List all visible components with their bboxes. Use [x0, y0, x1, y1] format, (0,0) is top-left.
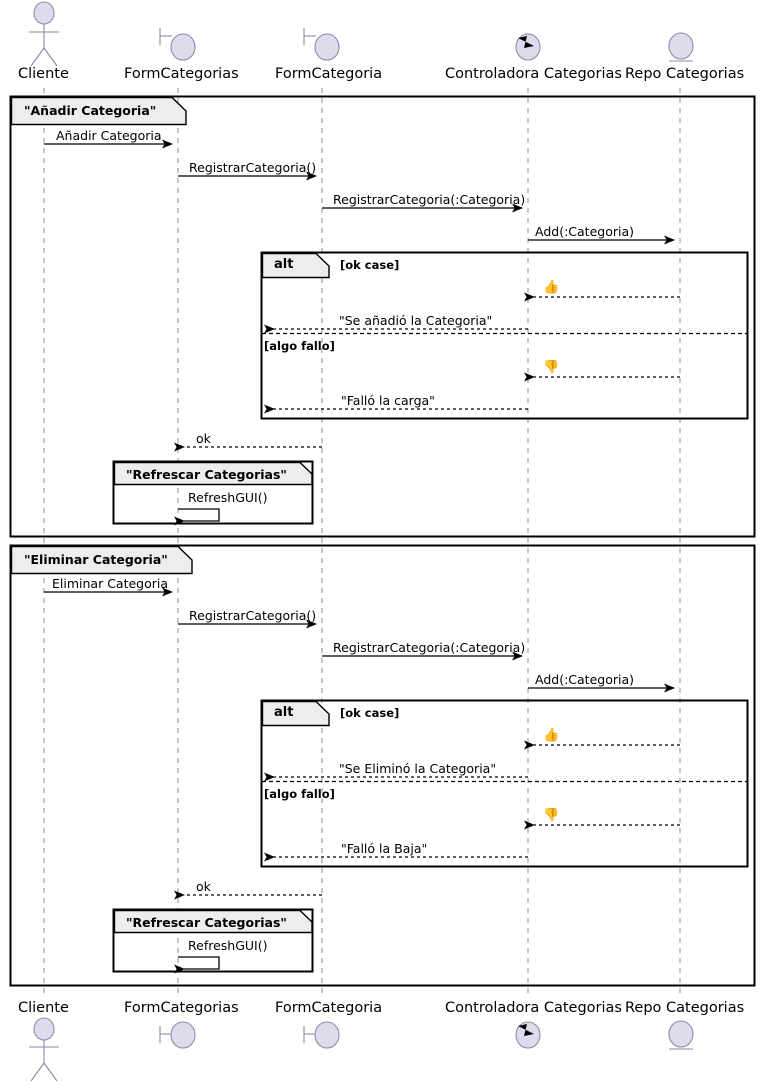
alt-guard-fail-1: [algo fallo] [264, 339, 335, 353]
thumbs-up-icon: 👍 [543, 280, 560, 295]
frame-title-anadir: "Añadir Categoria" [24, 103, 157, 118]
frame2-alt-messages [264, 740, 680, 862]
frame1-messages [44, 139, 675, 245]
participant-label-cliente-bottom: Cliente [18, 1000, 69, 1016]
return-label-fallo-carga: "Falló la carga" [341, 393, 435, 408]
participant-foot-controladora [515, 1021, 541, 1049]
inner-frame-title-refrescar-1: "Refrescar Categorias" [126, 467, 287, 482]
frame2-alt-fragment [260, 699, 749, 868]
participant-label-controladora-top: Controladora Categorias [445, 66, 622, 82]
participant-head-controladora [515, 33, 541, 61]
message-label-add-categoria-1: Add(:Categoria) [535, 224, 634, 239]
self-message-label-refreshgui-2: RefreshGUI() [188, 938, 268, 953]
participant-head-repo [668, 32, 694, 62]
frame1-inner-refrescar [112, 460, 314, 526]
alt-guard-ok-1: [ok case] [340, 258, 400, 272]
self-message-label-refreshgui-1: RefreshGUI() [188, 490, 268, 505]
message-label-registrarcategoria-cat-1: RegistrarCategoria(:Categoria) [333, 192, 526, 207]
message-label-eliminar-categoria: Eliminar Categoria [52, 576, 169, 591]
participant-head-formcategoria [303, 28, 340, 61]
message-label-anadir-categoria: Añadir Categoria [56, 128, 162, 143]
thumbs-down-icon: 👎 [543, 808, 560, 823]
frame1-alt-fragment [260, 251, 749, 420]
return-label-ok-2: ok [196, 879, 211, 894]
return-label-se-elimino: "Se Eliminó la Categoria" [339, 761, 497, 776]
participant-label-cliente-top: Cliente [18, 66, 69, 82]
thumbs-up-icon: 👍 [543, 728, 560, 743]
participant-head-formcategorias [159, 28, 196, 61]
participant-label-formcategorias-bottom: FormCategorias [124, 1000, 239, 1016]
return-label-fallo-baja: "Falló la Baja" [341, 841, 428, 856]
message-label-registrarcategoria-cat-2: RegistrarCategoria(:Categoria) [333, 640, 526, 655]
participant-foot-repo [668, 1020, 694, 1050]
alt-guard-ok-2: [ok case] [340, 706, 400, 720]
participant-label-formcategoria-top: FormCategoria [275, 66, 383, 82]
frame-anadir-categoria [9, 95, 756, 538]
message-label-registrarcategoria-2: RegistrarCategoria() [189, 608, 317, 623]
alt-keyword-1: alt [274, 257, 294, 272]
participant-label-controladora-bottom: Controladora Categorias [445, 1000, 622, 1016]
participant-foot-formcategorias [159, 1021, 196, 1049]
frame-eliminar-categoria [9, 544, 756, 987]
frame-title-eliminar: "Eliminar Categoria" [24, 552, 168, 567]
return-label-se-anadio: "Se añadió la Categoria" [339, 313, 493, 328]
participant-label-formcategoria-bottom: FormCategoria [275, 1000, 383, 1016]
thumbs-down-icon: 👎 [543, 360, 560, 375]
alt-guard-fail-2: [algo fallo] [264, 787, 335, 801]
message-label-registrarcategoria-1: RegistrarCategoria() [189, 160, 317, 175]
participant-label-repo-top: Repo Categorias [625, 66, 745, 82]
participant-label-repo-bottom: Repo Categorias [625, 1000, 745, 1016]
participant-foot-cliente [29, 1017, 59, 1082]
frame1-alt-messages [264, 292, 680, 414]
return-label-ok-1: ok [196, 431, 211, 446]
inner-frame-title-refrescar-2: "Refrescar Categorias" [126, 915, 287, 930]
frame2-messages [44, 587, 675, 693]
participant-label-formcategorias-top: FormCategorias [124, 66, 239, 82]
message-label-add-categoria-2: Add(:Categoria) [535, 672, 634, 687]
participant-head-cliente [29, 1, 59, 67]
participant-foot-formcategoria [303, 1021, 340, 1049]
frame2-inner-refrescar [112, 908, 314, 974]
alt-keyword-2: alt [274, 705, 294, 720]
